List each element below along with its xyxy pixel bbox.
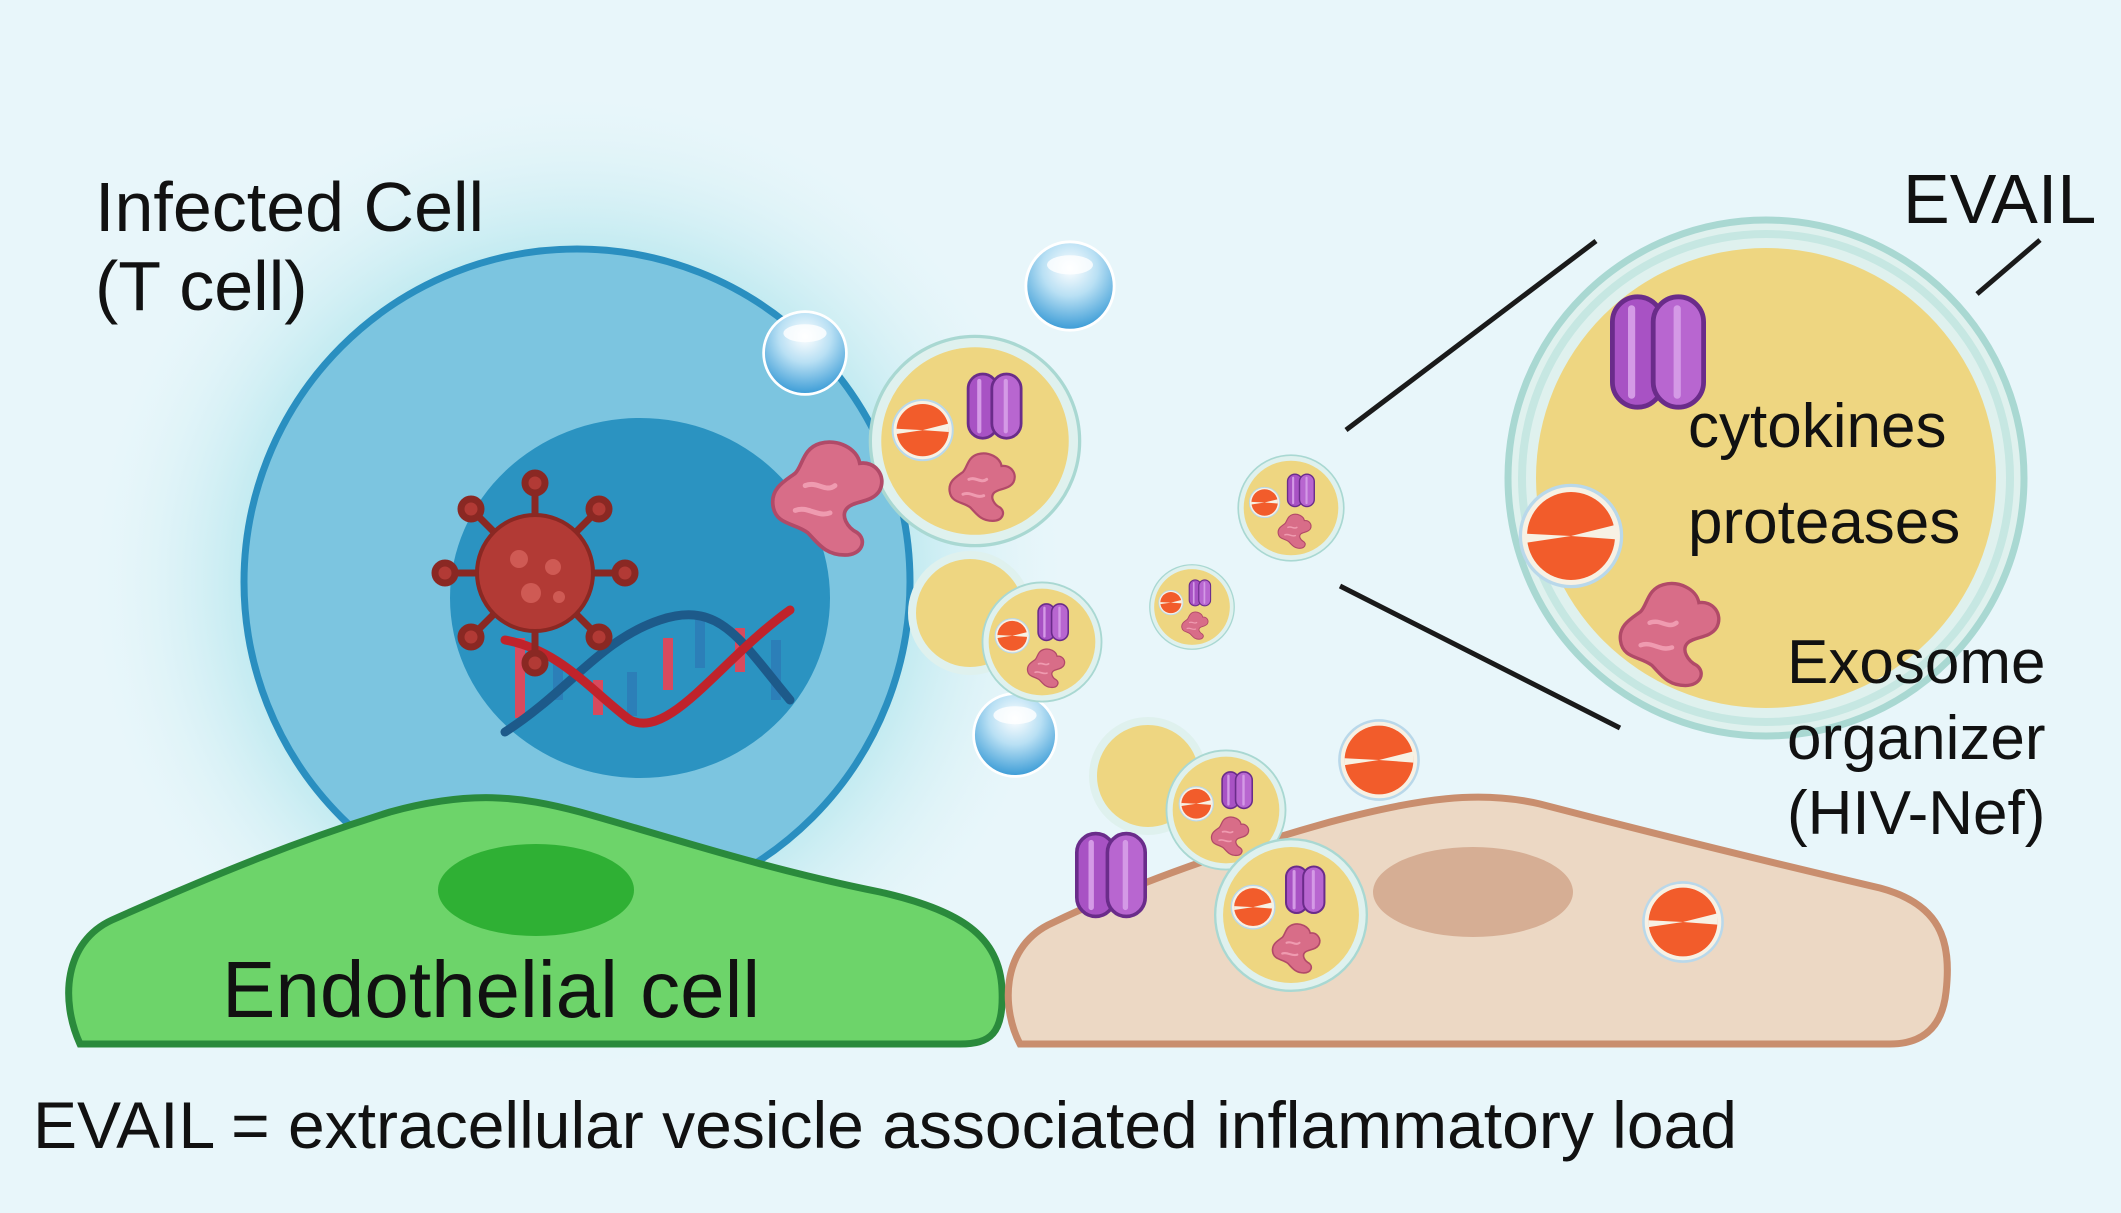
evail-vesicle xyxy=(1504,216,2028,740)
exosome-label-line1: Exosome xyxy=(1787,628,2046,697)
vesicle-icon xyxy=(1238,455,1344,561)
t-cell-nucleus xyxy=(450,418,830,778)
protease-icon xyxy=(1337,718,1421,802)
cytokine-icon xyxy=(1612,297,1703,407)
protease-icon xyxy=(1641,880,1725,964)
endothelial-nucleus xyxy=(438,844,634,936)
proteases-label: proteases xyxy=(1688,488,1961,557)
exosome-label-line3: (HIV-Nef) xyxy=(1787,779,2046,849)
vesicle-icon xyxy=(982,582,1101,701)
vesicle-icon xyxy=(870,336,1079,545)
endothelial-cell xyxy=(65,794,1006,1048)
infected-cell-label-line1: Infected Cell xyxy=(95,168,485,246)
infected-cell-label-line2: (T cell) xyxy=(95,247,308,326)
bubble-icon xyxy=(762,310,848,396)
bubble-icon xyxy=(972,692,1058,778)
bubble-icon xyxy=(1024,240,1116,332)
exosome-label-line2: organizer xyxy=(1787,703,2046,773)
endothelial-cell-label: Endothelial cell xyxy=(222,945,761,1034)
evail-label: EVAIL xyxy=(1903,160,2097,238)
virus-icon xyxy=(431,469,639,677)
vesicle-icon xyxy=(1150,565,1234,649)
vesicle-icon xyxy=(1215,839,1367,991)
infected-cell-label: Infected Cell (T cell) xyxy=(95,168,484,326)
tissue-nucleus xyxy=(1373,847,1573,937)
protease-icon xyxy=(1518,483,1624,589)
footnote-definition: EVAIL = extracellular vesicle associated… xyxy=(33,1088,1737,1162)
cytokine-icon xyxy=(1077,834,1145,917)
cytokines-label: cytokines xyxy=(1688,392,1947,461)
exosome-organizer-label: Exosome organizer (HIV-Nef) xyxy=(1787,625,2045,852)
dna-helix-icon xyxy=(500,605,795,737)
